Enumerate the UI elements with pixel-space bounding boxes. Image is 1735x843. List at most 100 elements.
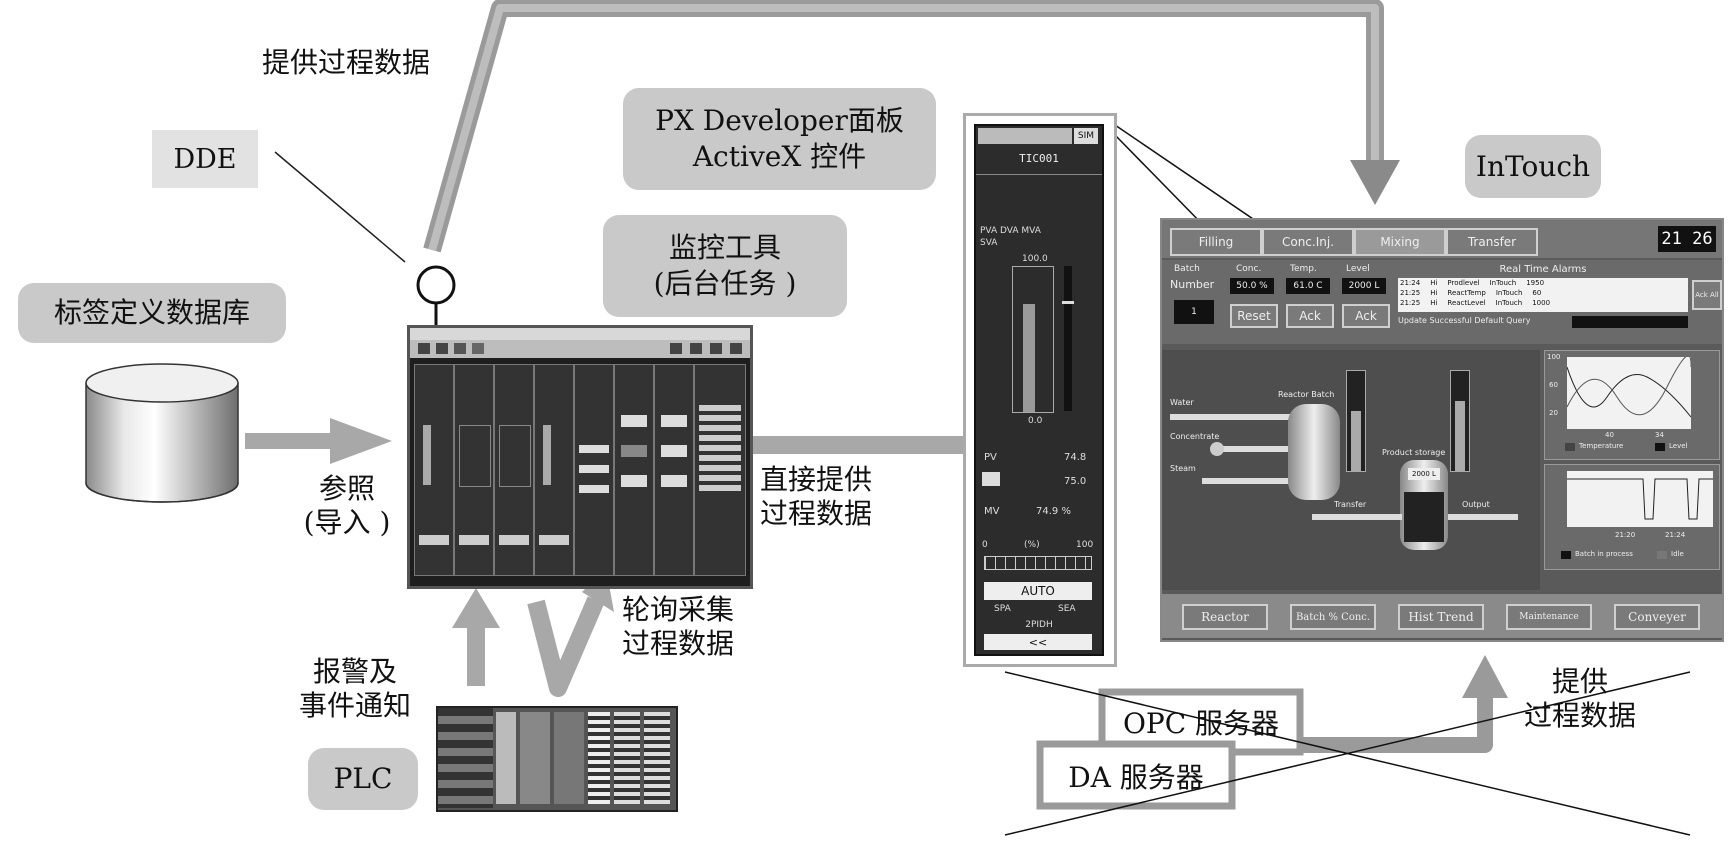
toolbar-icon-8 <box>730 343 742 354</box>
legend-batch-swatch <box>1561 551 1571 559</box>
monitor-tool-screenshot <box>407 325 753 589</box>
faceplate-bargraph <box>1012 266 1054 413</box>
monitor-tool-line2: (后台任务 ) <box>653 267 797 300</box>
alarm-label: 报警及 事件通知 <box>290 655 420 723</box>
level-ack-button[interactable]: Ack <box>1342 304 1390 328</box>
ack-all-button[interactable]: Ack All <box>1692 280 1722 310</box>
right-provide-line2: 过程数据 <box>1523 699 1636 732</box>
mv-value[interactable]: 74.9 % <box>1036 506 1071 517</box>
mini-faceplate-4 <box>534 364 574 576</box>
legend-idle-swatch <box>1657 551 1667 559</box>
faceplate-panel: SIM TIC001 PVA DVA MVA SVA 100.0 0.0 PV … <box>974 124 1104 656</box>
temp-ack-button[interactable]: Ack <box>1286 304 1334 328</box>
sim-badge[interactable]: SIM <box>1074 128 1098 144</box>
tab-conc-inj[interactable]: Conc.Inj. <box>1262 228 1354 256</box>
batch-conc-button[interactable]: Batch % Conc. <box>1290 604 1376 630</box>
concentrate-pipe <box>1212 446 1292 452</box>
monitor-tool-line1: 监控工具 <box>668 231 781 264</box>
transfer-label: Transfer <box>1334 500 1367 509</box>
mini-faceplate-3 <box>494 364 534 576</box>
faceplate-sva: SVA <box>980 238 998 248</box>
da-server-label: DA 服务器 <box>1068 761 1204 794</box>
px-developer-line1: PX Developer面板 <box>655 104 904 137</box>
alarm-cell: InTouch <box>1489 279 1517 287</box>
alarm-cell: 21:25 <box>1400 289 1421 297</box>
toolbar-icon-1 <box>418 343 430 354</box>
status-text: Update Successful Default Query <box>1398 316 1531 325</box>
output-pipe <box>1448 514 1518 520</box>
process-mimic: Water Concentrate Steam Reactor Batch Pr… <box>1162 350 1540 590</box>
sv-marker <box>1062 301 1074 304</box>
reactor-vessel <box>1288 404 1340 500</box>
legend-idle: Idle <box>1671 550 1684 558</box>
spa-label: SPA <box>994 604 1011 614</box>
da-server-box <box>1036 740 1236 810</box>
mv-label: MV <box>984 506 1000 517</box>
sea-label: SEA <box>1058 604 1076 614</box>
sv-value[interactable]: 75.0 <box>1064 476 1087 487</box>
trend-1-plot <box>1566 355 1692 429</box>
level-value: 2000 L <box>1342 278 1386 294</box>
steam-label: Steam <box>1170 464 1196 473</box>
alarm-cell: 1950 <box>1526 279 1545 287</box>
product-storage-label: Product storage <box>1382 448 1446 457</box>
conveyer-button[interactable]: Conveyer <box>1614 604 1700 630</box>
storage-level-gauge <box>1450 370 1470 472</box>
clock: 21 26 <box>1658 226 1716 252</box>
mini-faceplate-2 <box>454 364 494 576</box>
legend-level: Level <box>1669 442 1688 450</box>
reactor-level-gauge <box>1346 370 1366 472</box>
temp-label: Temp. <box>1290 264 1317 274</box>
collapse-button[interactable]: << <box>984 634 1092 650</box>
polling-line1: 轮询采集 <box>622 593 735 626</box>
steam-pipe <box>1202 478 1292 484</box>
tab-filling[interactable]: Filling <box>1170 228 1262 256</box>
pump-icon <box>1210 442 1224 456</box>
reactor-button[interactable]: Reactor <box>1182 604 1268 630</box>
pv-value: 74.8 <box>1064 452 1087 463</box>
plc-device-icon <box>436 706 678 812</box>
database-icon <box>85 363 239 503</box>
legend-batch: Batch in process <box>1575 550 1633 558</box>
legend-temperature: Temperature <box>1579 442 1624 450</box>
intouch-bottom-bar: Reactor Batch % Conc. Hist Trend Mainten… <box>1162 594 1722 638</box>
alarm-cell: 60 <box>1532 289 1542 297</box>
legend-level-swatch <box>1655 443 1665 451</box>
px-developer-pill: PX Developer面板 ActiveX 控件 <box>623 88 936 190</box>
alarm-cell: Hi <box>1430 279 1438 287</box>
right-provide-label: 提供 过程数据 <box>1515 665 1645 733</box>
mode-button[interactable]: AUTO <box>984 582 1092 600</box>
range-mid: (%) <box>1024 540 1040 550</box>
mini-faceplate-8 <box>694 364 746 576</box>
intouch-screen: Filling Conc.Inj. Mixing Transfer 21 26 … <box>1160 218 1724 642</box>
alarms-title: Real Time Alarms <box>1499 264 1587 275</box>
opc-server-label: OPC 服务器 <box>1122 707 1280 740</box>
maintenance-button[interactable]: Maintenance <box>1506 604 1592 630</box>
polling-line2: 过程数据 <box>622 627 735 660</box>
toolbar-icon-3 <box>454 343 466 354</box>
reset-button[interactable]: Reset <box>1230 304 1278 328</box>
mini-faceplate-1 <box>414 364 454 576</box>
reference-line1: 参照 <box>318 472 375 505</box>
faceplate-frame: SIM TIC001 PVA DVA MVA SVA 100.0 0.0 PV … <box>963 113 1117 667</box>
alarm-cell: InTouch <box>1495 299 1523 307</box>
reference-line2: (导入 ) <box>303 506 391 539</box>
tab-mixing[interactable]: Mixing <box>1354 228 1446 256</box>
alarm-cell: ReactTemp <box>1447 289 1486 297</box>
dde-connector-icon <box>416 265 456 305</box>
mv-scale <box>984 556 1092 570</box>
faceplate-tag-input[interactable] <box>978 128 1072 144</box>
concentrate-label: Concentrate <box>1170 432 1220 441</box>
tab-transfer[interactable]: Transfer <box>1446 228 1538 256</box>
polling-label: 轮询采集 过程数据 <box>622 593 734 661</box>
pv-bar <box>1023 304 1035 412</box>
hist-trend-button[interactable]: Hist Trend <box>1398 604 1484 630</box>
alarm-cell: 1000 <box>1532 299 1551 307</box>
px-developer-line2: ActiveX 控件 <box>692 140 867 173</box>
toolbar-icon-6 <box>690 343 702 354</box>
storage-tank: 2000 L <box>1400 460 1448 550</box>
alarm-cell: 21:25 <box>1400 299 1421 307</box>
